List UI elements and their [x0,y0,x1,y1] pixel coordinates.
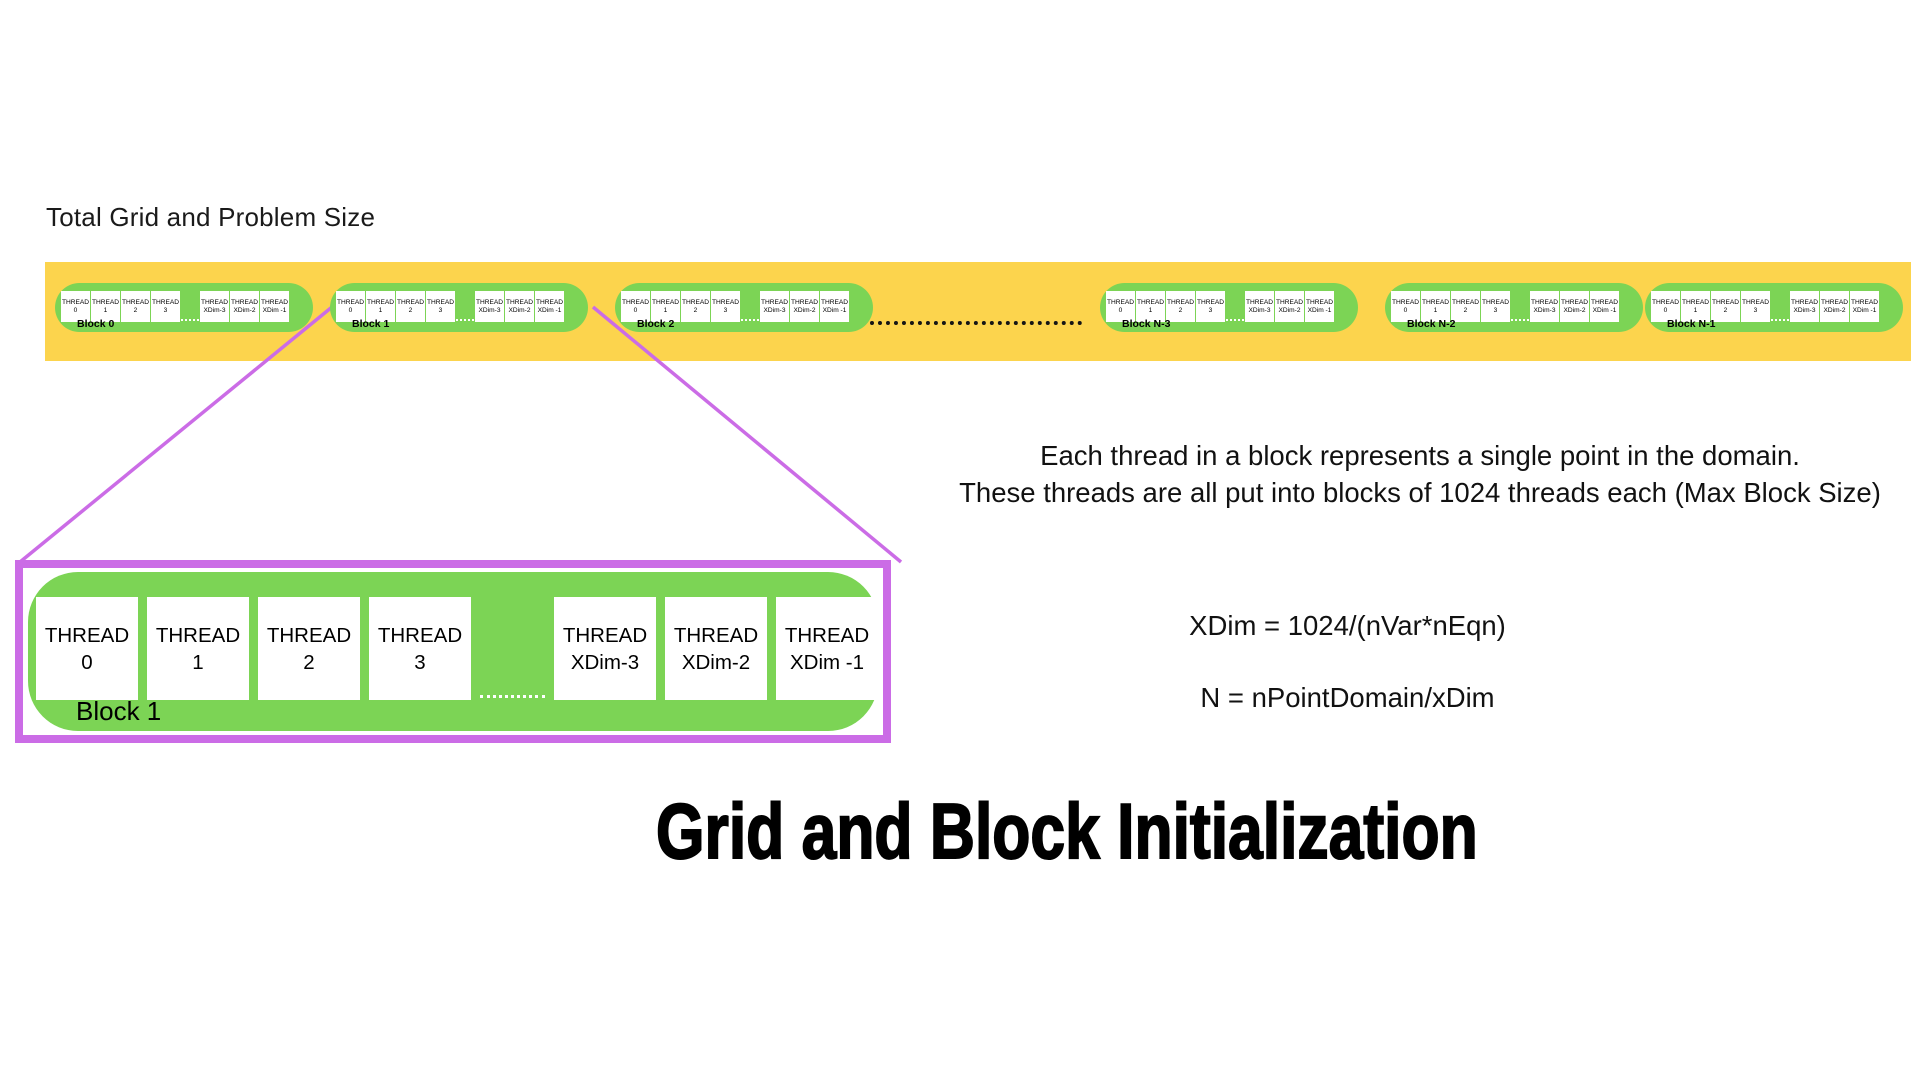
description-line-1: Each thread in a block represents a sing… [1040,440,1800,471]
description-line-2: These threads are all put into blocks of… [959,477,1881,508]
main-title: Grid and Block Initialization [655,786,1478,876]
formula-xdim: XDim = 1024/(nVar*nEqn) [1189,610,1506,641]
callout-line-left [18,305,334,564]
grid-section-title: Total Grid and Problem Size [46,202,376,232]
callout-line-right [591,305,903,564]
formula-n: N = nPointDomain/xDim [1200,682,1495,713]
description-text: Each thread in a block represents a sing… [930,437,1910,511]
